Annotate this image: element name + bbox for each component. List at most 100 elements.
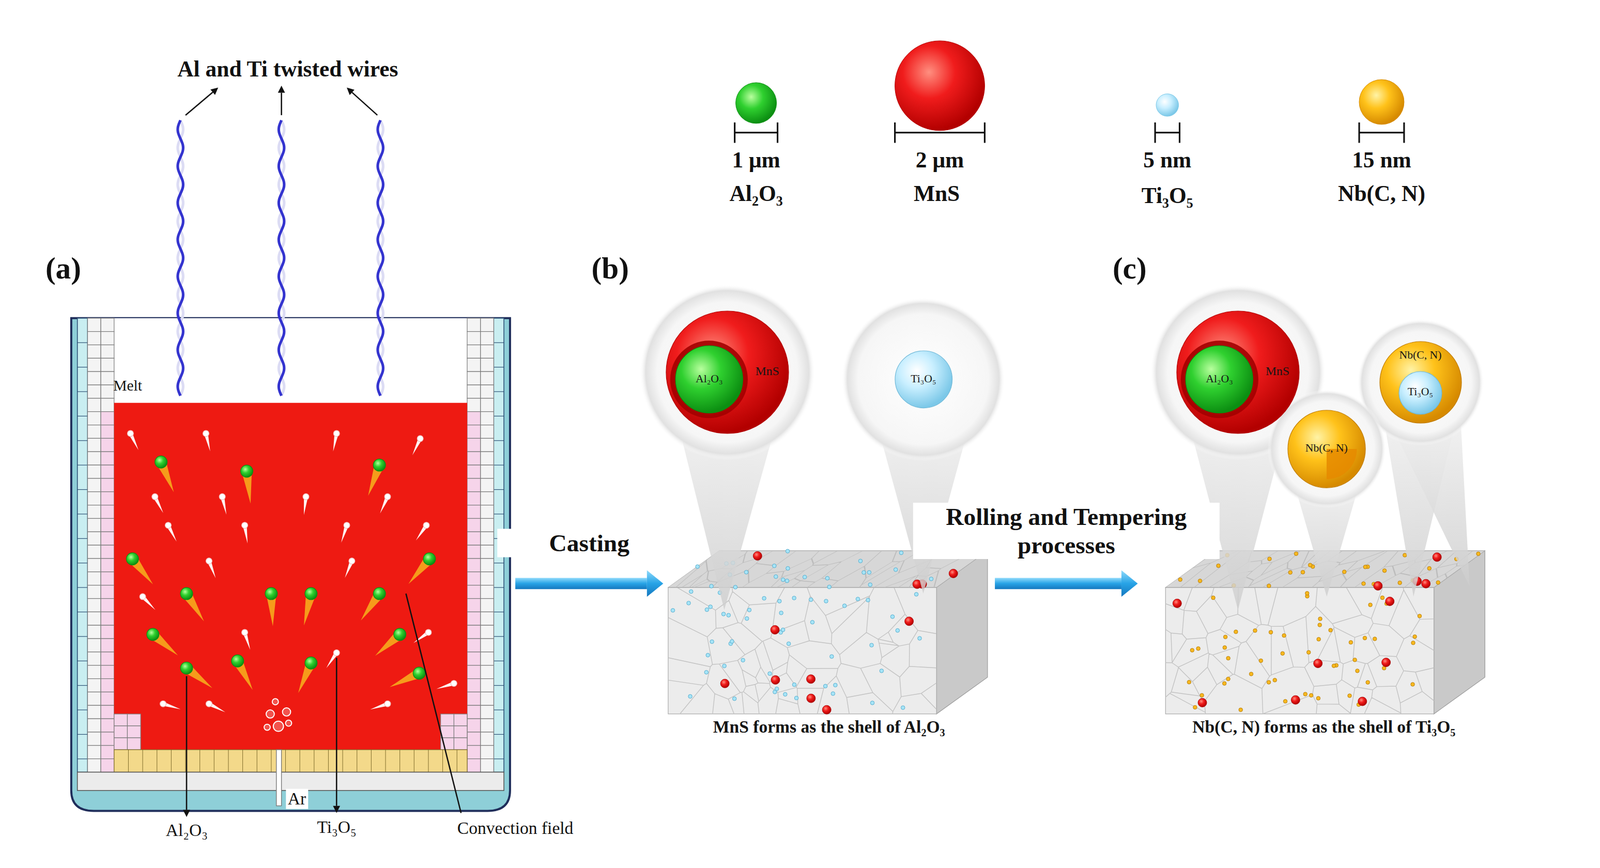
leader-arrowhead [333, 806, 341, 814]
node-label: MnS [749, 364, 785, 379]
precipitate-dot [831, 691, 836, 697]
label-holder: 5 nm [1141, 147, 1194, 174]
node-label: Al₂O₃ [1185, 372, 1253, 386]
argon-bubble [282, 708, 291, 717]
sphere-body [675, 345, 743, 413]
node-label: Melt [113, 376, 185, 395]
inclusion-label: Ti₃O₅ [314, 817, 359, 838]
precipitate-dot [1288, 571, 1293, 576]
label-holder: (c) [1110, 250, 1149, 286]
precipitate-dot [1303, 692, 1308, 697]
precipitate-dot [1316, 696, 1321, 701]
precipitate-dot [1252, 628, 1257, 634]
precipitate-dot [1199, 693, 1204, 698]
precipitate-dot [708, 605, 713, 610]
refractory-brick [467, 358, 481, 373]
refractory-brick [467, 345, 481, 359]
precipitate-dot [722, 664, 727, 669]
bottom-brick-row [114, 749, 468, 773]
insulation-joint [494, 416, 505, 417]
precipitate-dot [1300, 570, 1305, 575]
precipitate-dot [1210, 596, 1215, 601]
titania-particle [343, 522, 350, 529]
precipitate-dot [894, 567, 899, 573]
insulation-joint [494, 636, 505, 637]
inclusion-core: Al₂O₃ [675, 345, 743, 413]
refractory-brick [100, 505, 115, 519]
refractory-brick [87, 478, 102, 492]
refractory-brick [440, 726, 455, 738]
brick-joint [357, 749, 358, 773]
brick-joint [314, 749, 315, 773]
brick-joint [185, 749, 187, 773]
precipitate-dot [1355, 669, 1360, 674]
brick-joint [128, 749, 129, 773]
precipitate-dot [730, 639, 735, 644]
precipitate-dot [786, 549, 791, 554]
precipitate-dot [867, 570, 872, 575]
insulation-joint [77, 587, 88, 589]
precipitate-dot [785, 579, 790, 584]
twisted-wire [377, 120, 383, 396]
refractory-brick [480, 732, 495, 746]
refractory-brick [467, 625, 481, 639]
alumina-sphere [735, 82, 777, 124]
alumina-particle [423, 552, 436, 566]
refractory-brick [480, 465, 495, 479]
node-label: Nb(C, N) [1287, 441, 1366, 455]
precipitate-dot [929, 577, 934, 582]
precipitate-dot [1225, 656, 1230, 661]
leader-line [406, 593, 462, 814]
titania-particle [160, 700, 167, 707]
precipitate-dot [744, 570, 749, 575]
sphere-body [1398, 371, 1442, 415]
titania-particle [219, 494, 226, 501]
titania-particle [425, 629, 432, 636]
shape-group [1379, 341, 1462, 424]
label-holder: 2 μm [913, 147, 966, 174]
precipitate-dot [1267, 557, 1272, 562]
inclusion-core: Ti₃O₅ [1398, 371, 1442, 415]
refractory-brick [114, 726, 128, 738]
refractory-brick [100, 371, 115, 386]
label-holder: (b) [589, 250, 632, 286]
refractory-brick [100, 478, 115, 492]
alumina-particle [240, 465, 254, 478]
precipitate-dot [745, 617, 750, 622]
precipitate-dot [899, 551, 904, 556]
insulation-joint [77, 660, 88, 662]
node-label: MnS [1259, 364, 1295, 379]
refractory-brick [467, 545, 481, 559]
brick-joint [456, 749, 458, 773]
refractory-brick [467, 679, 481, 693]
refractory-brick [467, 652, 481, 666]
insulation-joint [494, 710, 505, 711]
insulation-joint [77, 440, 88, 441]
refractory-brick [127, 737, 142, 750]
refractory-brick [480, 331, 495, 346]
brick-joint [413, 749, 415, 773]
precipitate-dot [1342, 570, 1347, 575]
refractory-brick [467, 465, 481, 479]
leader-arrowhead [278, 85, 286, 94]
precipitate-dot [1382, 568, 1387, 574]
refractory-brick [100, 692, 115, 706]
precipitate-dot [1187, 680, 1192, 685]
alumina-particle [373, 587, 387, 600]
node-label: Nb(C, N) [1379, 348, 1462, 362]
argon-tube [276, 749, 282, 807]
precipitate-dot [721, 612, 727, 617]
refractory-brick [87, 318, 102, 332]
refractory-brick [100, 318, 115, 332]
shape-group [71, 85, 511, 818]
brick-joint [271, 749, 272, 773]
precipitate-dot [781, 578, 786, 583]
brick-joint [256, 749, 258, 773]
dimension-label: 2 μm [913, 147, 966, 174]
size-bracket [895, 122, 986, 143]
precipitate-dot [823, 684, 828, 689]
precipitate-dot [1222, 645, 1227, 651]
refractory-brick [87, 665, 102, 680]
refractory-brick [480, 371, 495, 386]
